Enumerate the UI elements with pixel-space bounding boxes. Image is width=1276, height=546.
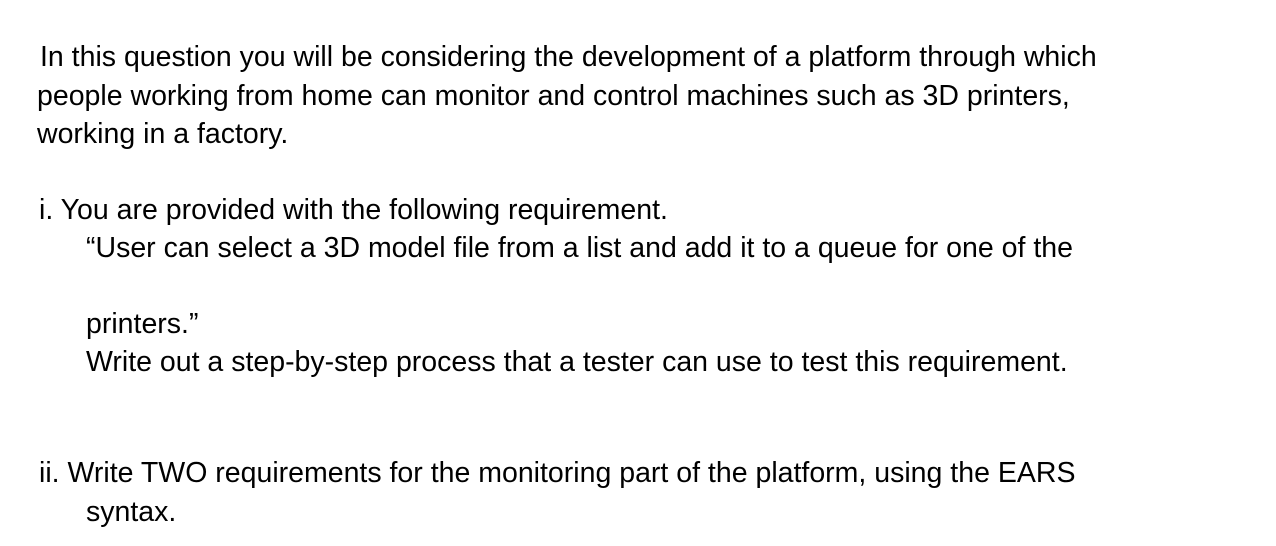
intro-line-1: In this question you will be considering… [40, 41, 1097, 73]
part-ii-line-2: syntax. [86, 496, 177, 528]
intro-line-3: working in a factory. [37, 118, 289, 150]
requirement-quote-line-1: “User can select a 3D model file from a … [86, 232, 1073, 264]
part-i-instruction: Write out a step-by-step process that a … [86, 346, 1068, 378]
part-ii-line-1: ii. Write TWO requirements for the monit… [39, 457, 1076, 489]
intro-line-2: people working from home can monitor and… [37, 80, 1070, 112]
part-i-heading: i. You are provided with the following r… [39, 194, 668, 226]
requirement-quote-line-2: printers.” [86, 308, 199, 340]
